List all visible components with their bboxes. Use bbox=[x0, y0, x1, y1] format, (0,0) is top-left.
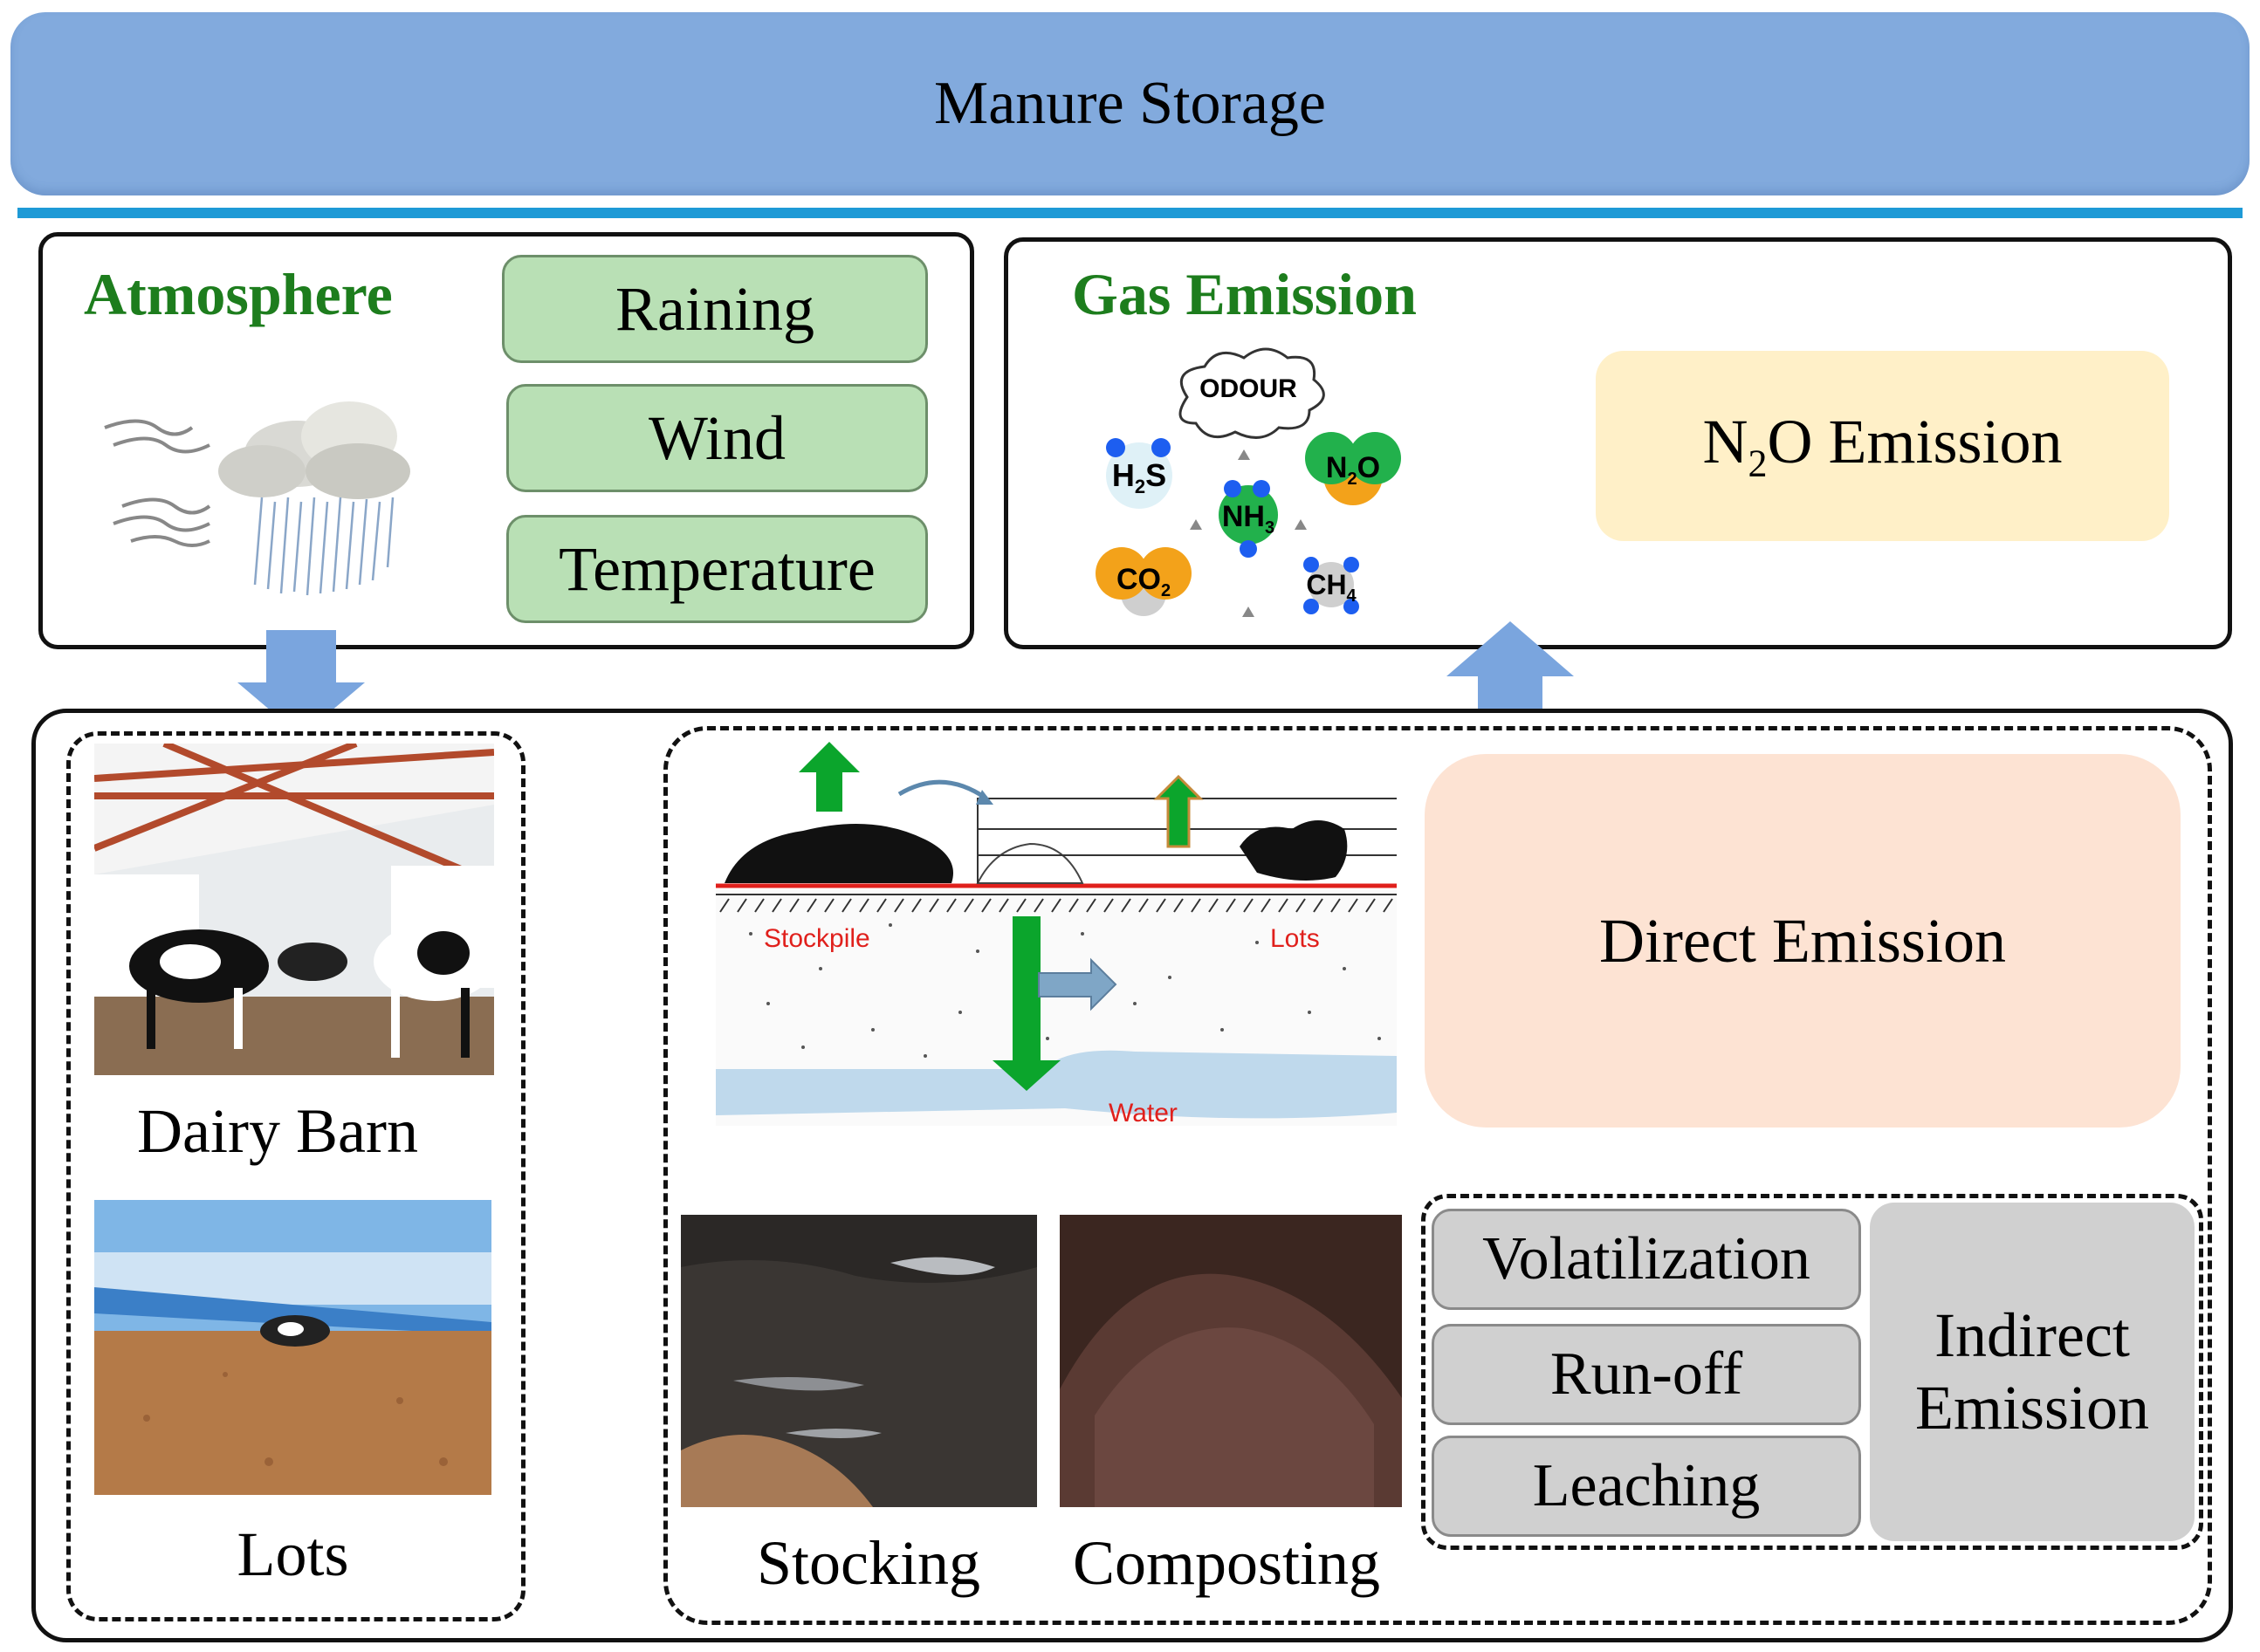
factor-temperature: Temperature bbox=[506, 515, 928, 623]
odour-cloud-icon: ODOUR bbox=[1178, 347, 1325, 439]
page-title: Manure Storage bbox=[933, 70, 1327, 137]
composting-photo bbox=[1060, 1215, 1402, 1507]
dairy-barn-label: Dairy Barn bbox=[137, 1096, 418, 1166]
storage-cross-section: Stockpile Lots Water bbox=[716, 742, 1397, 1128]
n2o-sub: 2 bbox=[1347, 470, 1357, 489]
n2o-emission-box: N2O Emission bbox=[1596, 351, 2169, 541]
atmosphere-title: Atmosphere bbox=[84, 261, 393, 327]
divider-rule bbox=[17, 208, 2243, 218]
indirect-emission-line1: Indirect bbox=[1934, 1300, 2130, 1371]
n2o-tail: O bbox=[1357, 451, 1380, 484]
manure-storage-banner: Manure Storage bbox=[10, 12, 2250, 195]
svg-text:H2S: H2S bbox=[1112, 457, 1166, 497]
svg-text:NH3: NH3 bbox=[1222, 500, 1274, 538]
pathway-leaching: Leaching bbox=[1432, 1436, 1861, 1537]
cloud-icon bbox=[218, 401, 410, 499]
composting-label: Composting bbox=[1072, 1528, 1381, 1598]
cow-icon bbox=[260, 1315, 330, 1347]
ch4-sub: 4 bbox=[1347, 586, 1357, 606]
stockpile-label: Stockpile bbox=[764, 924, 870, 953]
h2s-sub: 2 bbox=[1135, 476, 1145, 497]
factor-raining: Raining bbox=[502, 255, 928, 363]
h2s-molecule-icon: H2S bbox=[1106, 438, 1172, 509]
pathway-run-off: Run-off bbox=[1432, 1324, 1861, 1425]
nh3-main: NH bbox=[1222, 500, 1265, 533]
process-group bbox=[663, 726, 2212, 1625]
co2-main: CO bbox=[1116, 563, 1161, 596]
stocking-photo bbox=[681, 1215, 1037, 1507]
lots-process-label: Lots bbox=[1270, 924, 1320, 953]
odour-label: ODOUR bbox=[1199, 374, 1297, 403]
stocking-label: Stocking bbox=[756, 1528, 980, 1598]
lots-label: Lots bbox=[237, 1519, 349, 1589]
n2o-emission-label: N2O Emission bbox=[1702, 406, 2062, 485]
sources-group bbox=[66, 731, 526, 1621]
indirect-emission-line2: Emission bbox=[1914, 1373, 2150, 1443]
dairy-barn-photo bbox=[94, 744, 494, 1075]
lots-photo bbox=[94, 1200, 491, 1495]
wind-icon bbox=[104, 419, 211, 547]
weather-icon bbox=[104, 401, 410, 596]
direct-emission-label: Direct Emission bbox=[1599, 905, 2006, 976]
small-arrows bbox=[1190, 449, 1307, 617]
n2o-tail-text: O Emission bbox=[1767, 407, 2063, 477]
up-arrow bbox=[1446, 621, 1574, 733]
nh3-sub: 3 bbox=[1265, 518, 1274, 538]
cow-icon bbox=[129, 922, 494, 1058]
indirect-emission-group bbox=[1421, 1194, 2203, 1550]
n2o-main: N bbox=[1326, 451, 1348, 484]
h2s-tail: S bbox=[1145, 457, 1166, 493]
svg-text:N2O: N2O bbox=[1326, 451, 1380, 489]
gas-molecules-figure: ODOUR H2S N2O NH3 CO2 CH4 bbox=[1096, 347, 1401, 617]
nh3-molecule-icon: NH3 bbox=[1219, 480, 1278, 558]
direct-emission-box: Direct Emission bbox=[1425, 754, 2181, 1128]
n2o-molecule-icon: N2O bbox=[1305, 432, 1401, 505]
water-label: Water bbox=[1109, 1099, 1178, 1128]
co2-molecule-icon: CO2 bbox=[1096, 547, 1192, 616]
n2o-main-text: N bbox=[1702, 407, 1748, 477]
ch4-main: CH bbox=[1306, 569, 1346, 600]
ch4-molecule-icon: CH4 bbox=[1303, 557, 1359, 614]
gas-emission-title: Gas Emission bbox=[1072, 261, 1417, 327]
n2o-subscript: 2 bbox=[1748, 442, 1768, 485]
svg-text:CO2: CO2 bbox=[1116, 563, 1171, 600]
rain-icon bbox=[253, 497, 395, 596]
co2-sub: 2 bbox=[1161, 581, 1171, 600]
indirect-emission-box: Indirect Emission bbox=[1870, 1203, 2195, 1541]
h2s-main: H bbox=[1112, 457, 1135, 493]
factor-wind: Wind bbox=[506, 384, 928, 492]
down-arrow bbox=[237, 630, 365, 737]
pathway-volatilization: Volatilization bbox=[1432, 1209, 1861, 1310]
svg-text:CH4: CH4 bbox=[1306, 569, 1357, 606]
